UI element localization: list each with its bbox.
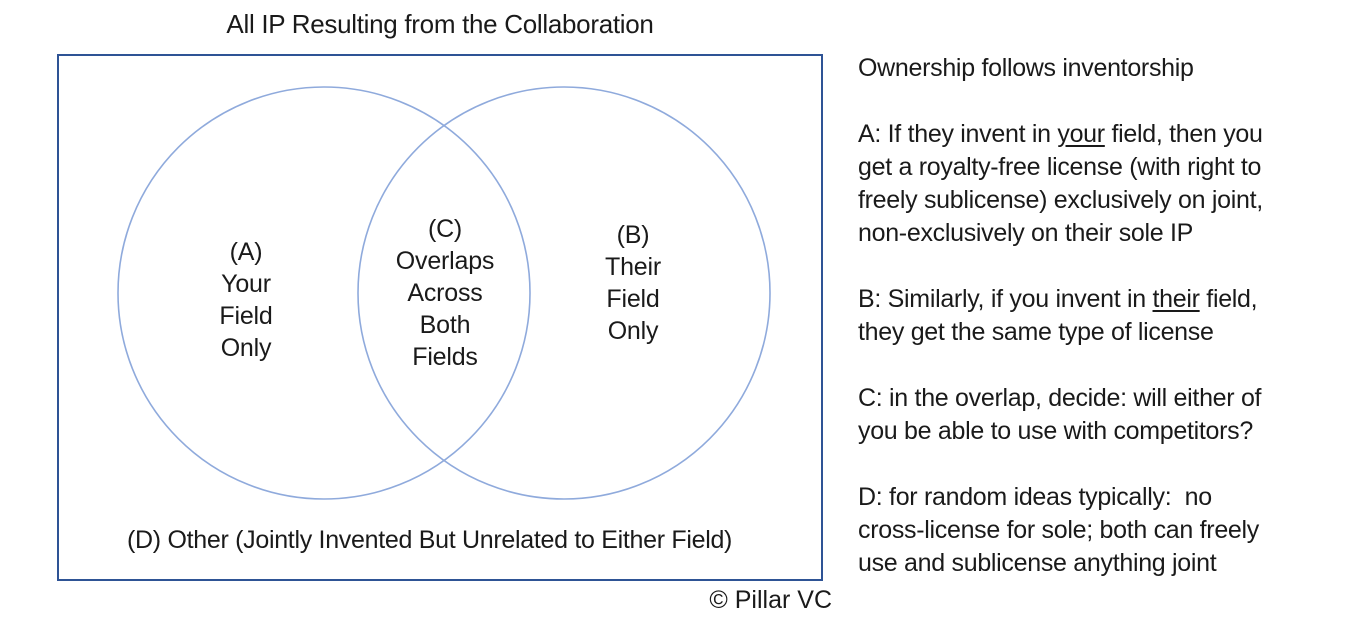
- region-d-label: (D) Other (Jointly Invented But Unrelate…: [127, 526, 733, 554]
- note-text: non-exclusively on their sole IP: [858, 219, 1194, 247]
- note-text: get a royalty-free license (with right t…: [858, 153, 1262, 181]
- note-paragraph: A: If they invent in your field, then yo…: [858, 118, 1358, 250]
- note-text: B: Similarly, if you invent in: [858, 285, 1153, 313]
- note-text: cross-license for sole; both can freely: [858, 516, 1259, 544]
- copyright-credit: © Pillar VC: [709, 586, 832, 614]
- note-paragraph: C: in the overlap, decide: will either o…: [858, 382, 1358, 448]
- note-text: Ownership follows inventorship: [858, 54, 1194, 82]
- note-paragraph: D: for random ideas typically: no cross-l…: [858, 481, 1358, 580]
- notes-panel: Ownership follows inventorship A: If they…: [858, 52, 1358, 613]
- note-text: use and sublicense anything joint: [858, 549, 1217, 577]
- diagram-title: All IP Resulting from the Collaboration: [226, 9, 654, 39]
- underlined-term: your: [1057, 120, 1105, 148]
- note-paragraph: B: Similarly, if you invent in their fie…: [858, 283, 1358, 349]
- region-c-label: (C) Overlaps Across Both Fields: [395, 215, 495, 371]
- note-text: A: If they invent in: [858, 120, 1058, 148]
- note-text: you be able to use with competitors?: [858, 417, 1253, 445]
- note-text: they get the same type of license: [858, 318, 1214, 346]
- note-text: freely sublicense) exclusively on joint,: [858, 186, 1263, 214]
- note-text: field, then you: [1104, 120, 1263, 148]
- note-text: C: in the overlap, decide: will either o…: [858, 384, 1262, 412]
- region-b-label: (B) Their Field Only: [605, 221, 661, 345]
- all-ip-boundary-box: [57, 54, 823, 581]
- note-text: field,: [1199, 285, 1258, 313]
- circle-their-field: [357, 86, 771, 500]
- note-text: D: for random ideas typically: no: [858, 483, 1212, 511]
- underlined-term: their: [1152, 285, 1200, 313]
- note-paragraph: Ownership follows inventorship: [858, 52, 1358, 85]
- region-a-label: (A) Your Field Only: [219, 238, 273, 362]
- circle-your-field: [117, 86, 531, 500]
